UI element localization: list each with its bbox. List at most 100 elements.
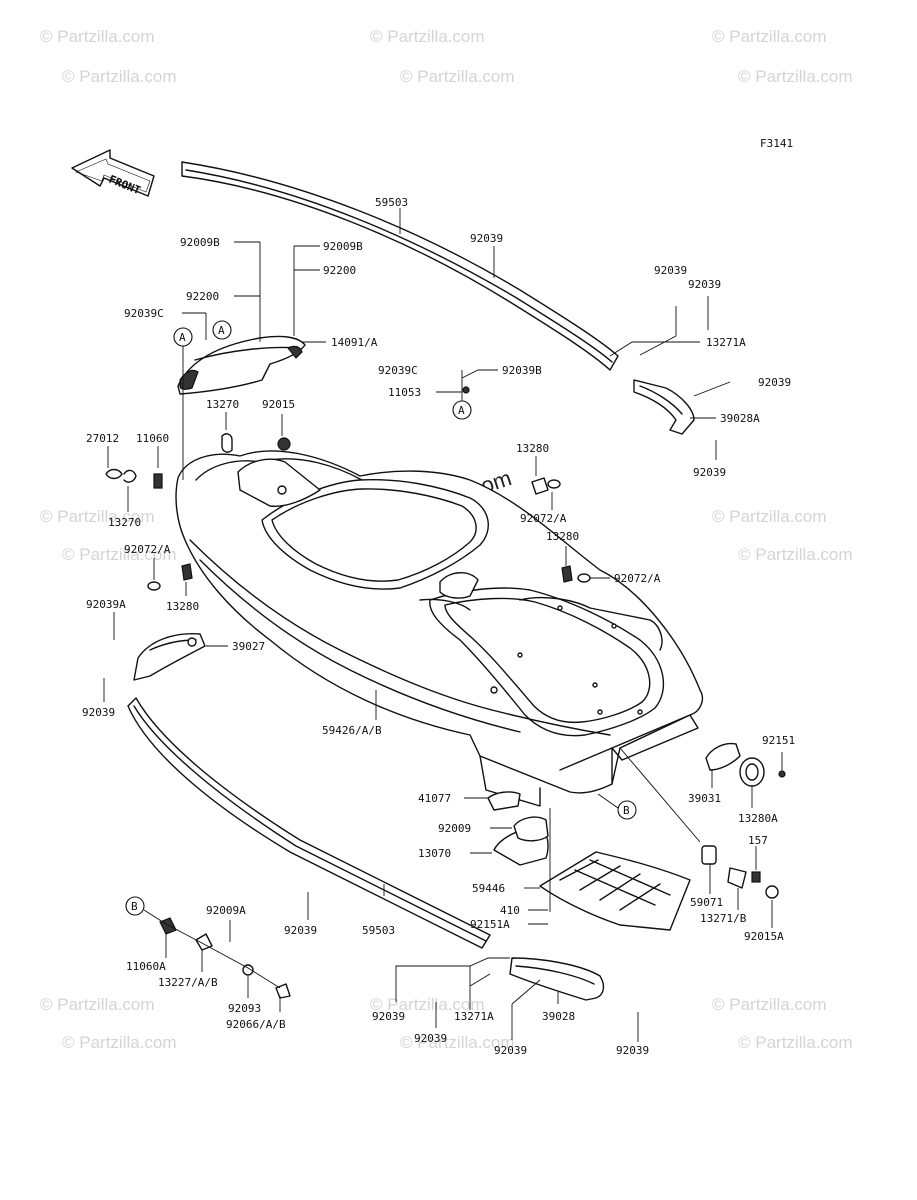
part-label-92039[interactable]: 92039 — [82, 706, 115, 719]
part-label-92015[interactable]: 92015 — [262, 398, 295, 411]
svg-text:A: A — [179, 331, 186, 344]
hull-part — [175, 450, 704, 807]
part-label-13271a[interactable]: 13271A — [454, 1010, 494, 1023]
watermark: © Partzilla.com — [400, 1033, 515, 1052]
part-label-92009b[interactable]: 92009B — [180, 236, 220, 249]
part-label-39028a[interactable]: 39028A — [720, 412, 760, 425]
front-bumper-part — [133, 633, 206, 681]
part-label-11060[interactable]: 11060 — [136, 432, 169, 445]
part-label-92039[interactable]: 92039 — [470, 232, 503, 245]
part-label-92009[interactable]: 92009 — [438, 822, 471, 835]
part-label-14091a[interactable]: 14091/A — [331, 336, 378, 349]
part-label-92039[interactable]: 92039 — [688, 278, 721, 291]
part-label-59446[interactable]: 59446 — [472, 882, 505, 895]
part-label-13280[interactable]: 13280 — [546, 530, 579, 543]
callout-b-2: B — [125, 896, 145, 916]
watermark: © Partzilla.com — [40, 507, 155, 526]
part-label-92039c[interactable]: 92039C — [378, 364, 418, 377]
part-label-92039[interactable]: 92039 — [693, 466, 726, 479]
part-label-11053[interactable]: 11053 — [388, 386, 421, 399]
part-label-92072a[interactable]: 92072/A — [124, 543, 171, 556]
watermark: © Partzilla.com — [738, 1033, 853, 1052]
part-label-92072a[interactable]: 92072/A — [520, 512, 567, 525]
watermark: © Partzilla.com — [712, 995, 827, 1014]
part-label-13270[interactable]: 13270 — [108, 516, 141, 529]
upper-rub-rail — [181, 161, 619, 371]
figure-code: F3141 — [760, 137, 793, 150]
part-label-13280[interactable]: 13280 — [166, 600, 199, 613]
part-label-92039a[interactable]: 92039A — [86, 598, 126, 611]
watermark: © Partzilla.com — [62, 545, 177, 564]
watermark: © Partzilla.com — [712, 507, 827, 526]
small-parts — [105, 386, 786, 999]
watermark: © Partzilla.com — [62, 67, 177, 86]
part-label-59071[interactable]: 59071 — [690, 896, 723, 909]
front-cover-part — [177, 335, 306, 395]
part-label-13280[interactable]: 13280 — [516, 442, 549, 455]
part-label-92039c[interactable]: 92039C — [124, 307, 164, 320]
rear-bumper-upper-part — [633, 379, 695, 435]
watermark: © Partzilla.com — [738, 545, 853, 564]
svg-text:A: A — [218, 324, 225, 337]
part-label-92039b[interactable]: 92039B — [502, 364, 542, 377]
part-label-92039[interactable]: 92039 — [414, 1032, 447, 1045]
part-label-92009b[interactable]: 92009B — [323, 240, 363, 253]
part-label-41077[interactable]: 41077 — [418, 792, 451, 805]
watermark: © Partzilla.com — [400, 67, 515, 86]
part-label-92039[interactable]: 92039 — [654, 264, 687, 277]
part-label-13227ab[interactable]: 13227/A/B — [158, 976, 218, 989]
watermark: © Partzilla.com — [370, 995, 485, 1014]
callout-a-1: A — [173, 327, 193, 347]
part-label-59503[interactable]: 59503 — [362, 924, 395, 937]
part-label-13070[interactable]: 13070 — [418, 847, 451, 860]
part-label-92009a[interactable]: 92009A — [206, 904, 246, 917]
watermark-layer: © Partzilla.com © Partzilla.com © Partzi… — [40, 27, 853, 1052]
part-label-92039[interactable]: 92039 — [372, 1010, 405, 1023]
watermark: © Partzilla.com — [738, 67, 853, 86]
part-label-92072a[interactable]: 92072/A — [614, 572, 661, 585]
watermark: © Partzilla.com — [370, 27, 485, 46]
pump-cover-part — [539, 851, 691, 931]
part-label-92066ab[interactable]: 92066/A/B — [226, 1018, 286, 1031]
watermark: © Partzilla.com — [712, 27, 827, 46]
part-label-39031[interactable]: 39031 — [688, 792, 721, 805]
part-label-92093[interactable]: 92093 — [228, 1002, 261, 1015]
part-label-59503[interactable]: 59503 — [375, 196, 408, 209]
callout-a-3: A — [452, 400, 472, 420]
svg-text:A: A — [458, 404, 465, 417]
part-label-92200[interactable]: 92200 — [186, 290, 219, 303]
part-label-92151[interactable]: 92151 — [762, 734, 795, 747]
lower-rub-rail — [127, 697, 491, 949]
watermark: © Partzilla.com — [40, 995, 155, 1014]
part-label-27012[interactable]: 27012 — [86, 432, 119, 445]
part-label-157[interactable]: 157 — [748, 834, 768, 847]
part-label-92039[interactable]: 92039 — [616, 1044, 649, 1057]
part-label-92039[interactable]: 92039 — [758, 376, 791, 389]
front-arrow-icon: FRONT — [71, 149, 155, 197]
part-label-13280a[interactable]: 13280A — [738, 812, 778, 825]
callout-a-2: A — [212, 320, 232, 340]
part-label-59426ab[interactable]: 59426/A/B — [322, 724, 382, 737]
part-label-92015a[interactable]: 92015A — [744, 930, 784, 943]
part-label-13270[interactable]: 13270 — [206, 398, 239, 411]
watermark: © Partzilla.com — [62, 1033, 177, 1052]
part-label-92151a[interactable]: 92151A — [470, 918, 510, 931]
part-label-13271b[interactable]: 13271/B — [700, 912, 747, 925]
part-label-39028[interactable]: 39028 — [542, 1010, 575, 1023]
rear-bumper-lower-part — [509, 957, 605, 1001]
watermark: © Partzilla.com — [40, 27, 155, 46]
part-label-410[interactable]: 410 — [500, 904, 520, 917]
part-labels: 59503 92039 92009B 92200 92009B 92200 92… — [82, 196, 795, 1057]
part-label-11060a[interactable]: 11060A — [126, 960, 166, 973]
leader-lines — [103, 208, 783, 1042]
part-label-39027[interactable]: 39027 — [232, 640, 265, 653]
part-label-92039[interactable]: 92039 — [284, 924, 317, 937]
part-label-92200[interactable]: 92200 — [323, 264, 356, 277]
part-label-92039[interactable]: 92039 — [494, 1044, 527, 1057]
svg-text:B: B — [131, 900, 138, 913]
part-label-13271a[interactable]: 13271A — [706, 336, 746, 349]
callout-b-1: B — [617, 800, 637, 820]
intake-part — [487, 791, 549, 866]
svg-text:B: B — [623, 804, 630, 817]
